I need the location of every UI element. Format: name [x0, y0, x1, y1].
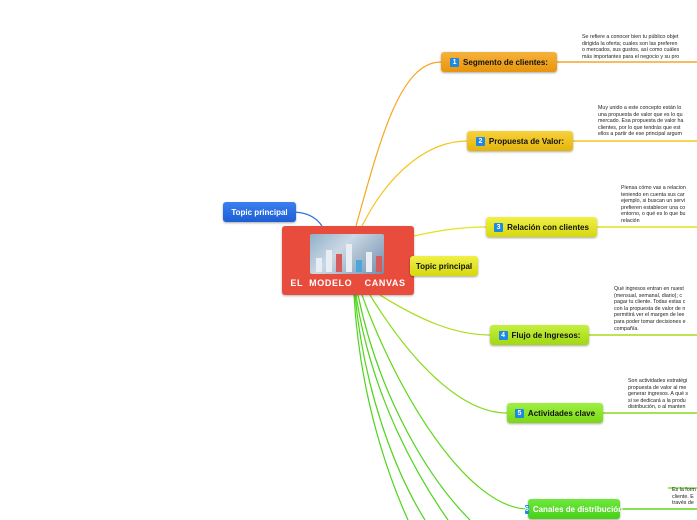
central-title: EL MODELO CANVAS	[290, 278, 406, 288]
description-actividades: Son actividades estratégi propuesta de v…	[628, 378, 689, 411]
topic-label: Relación con clientes	[507, 222, 589, 232]
business-image	[310, 234, 384, 274]
link-canales	[361, 294, 529, 510]
link-offscreen-1	[357, 294, 471, 520]
floating-topic-label: Topic principal	[231, 207, 288, 217]
number-icon: 1	[450, 57, 460, 67]
link-offscreen-4	[353, 294, 409, 520]
link-flujo	[379, 294, 491, 336]
topic-label: Canales de distribución	[532, 504, 624, 514]
link-segmento	[355, 61, 442, 227]
central-topic[interactable]: EL MODELO CANVAS	[282, 226, 414, 295]
description-canales: Es la form cliente. E través de	[672, 487, 696, 507]
link-topic-left	[291, 211, 323, 227]
link-offscreen-2	[355, 294, 449, 520]
link-actividades	[369, 294, 508, 414]
number-icon: 4	[498, 330, 508, 340]
floating-topic-label: Topic principal	[415, 261, 473, 271]
topic-label: Propuesta de Valor:	[488, 136, 565, 146]
number-icon: 3	[494, 222, 504, 232]
topic-segmento-clientes[interactable]: 1 Segmento de clientes:	[441, 52, 557, 72]
topic-canales-distribucion[interactable]: 6 Canales de distribución	[524, 499, 624, 519]
link-propuesta	[361, 140, 468, 227]
topic-flujo-ingresos[interactable]: 4 Flujo de Ingresos:	[490, 325, 589, 345]
number-icon: 2	[475, 136, 485, 146]
topic-actividades-clave[interactable]: 5 Actividades clave	[507, 403, 603, 423]
topic-label: Segmento de clientes:	[463, 57, 548, 67]
description-flujo: Qué ingresos entran en nuest (mensual, s…	[614, 286, 686, 332]
description-propuesta: Muy unido a este concepto están lo una p…	[598, 105, 684, 138]
topic-relacion-clientes[interactable]: 3 Relación con clientes	[486, 217, 597, 237]
description-relacion: Piensa cómo vas a relacion teniendo en c…	[621, 185, 686, 224]
number-icon: 6	[524, 504, 529, 514]
link-offscreen-3	[354, 294, 426, 520]
topic-label: Flujo de Ingresos:	[511, 330, 581, 340]
floating-topic-left[interactable]: Topic principal	[223, 202, 296, 222]
number-icon: 5	[514, 408, 524, 418]
topic-label: Actividades clave	[527, 408, 596, 418]
topic-propuesta-valor[interactable]: 2 Propuesta de Valor:	[467, 131, 573, 151]
description-segmento: Se refiere a conocer bien tu público obj…	[582, 34, 680, 60]
link-relacion	[413, 226, 487, 237]
floating-topic-right[interactable]: Topic principal	[410, 256, 478, 276]
